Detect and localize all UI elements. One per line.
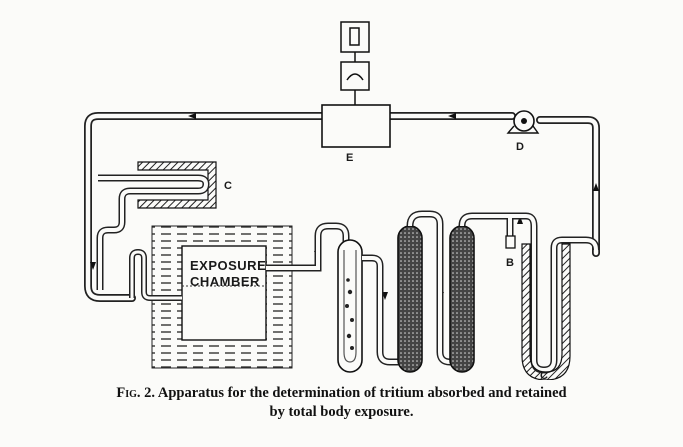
meter-assembly — [340, 21, 370, 105]
valve-b — [505, 235, 516, 249]
gauge-dial-icon — [346, 73, 364, 81]
arrow-left-top — [188, 113, 196, 119]
caption-line-2: by total body exposure. — [269, 404, 414, 420]
gauge-box — [340, 61, 370, 91]
label-c-top: C — [224, 180, 232, 192]
recorder-window — [349, 27, 360, 46]
label-d: D — [516, 141, 524, 153]
arrow-up-right — [593, 183, 599, 191]
recorder-box — [340, 21, 370, 53]
chamber-label-line1: EXPOSURE — [190, 258, 266, 273]
absorber-1 — [337, 239, 363, 373]
arrow-up-tube3 — [517, 216, 523, 224]
label-c-bottom: C — [540, 370, 548, 380]
figure-caption: Fig. 2. Apparatus for the determination … — [0, 384, 683, 422]
absorber-3 — [449, 225, 475, 373]
arrow-down-left — [90, 262, 96, 270]
arrow-left-mid — [448, 113, 456, 119]
figure-number: Fig. 2. — [116, 385, 156, 401]
absorber-2 — [397, 225, 423, 373]
caption-line-1: Fig. 2. Apparatus for the determination … — [0, 384, 683, 403]
ion-chamber-e — [321, 104, 391, 148]
exposure-chamber — [181, 245, 267, 341]
cold-trap-bottom — [521, 243, 571, 381]
apparatus-diagram: E D C EXPOSURE CHAMBER — [84, 21, 600, 382]
cold-trap-top — [96, 161, 217, 290]
chamber-outlet-tube — [266, 222, 350, 272]
label-b: B — [506, 257, 514, 269]
caption-text-1: Apparatus for the determination of triti… — [157, 385, 567, 401]
chamber-label-line2: CHAMBER — [190, 274, 260, 289]
label-e: E — [346, 152, 353, 164]
pump-d — [506, 110, 540, 134]
